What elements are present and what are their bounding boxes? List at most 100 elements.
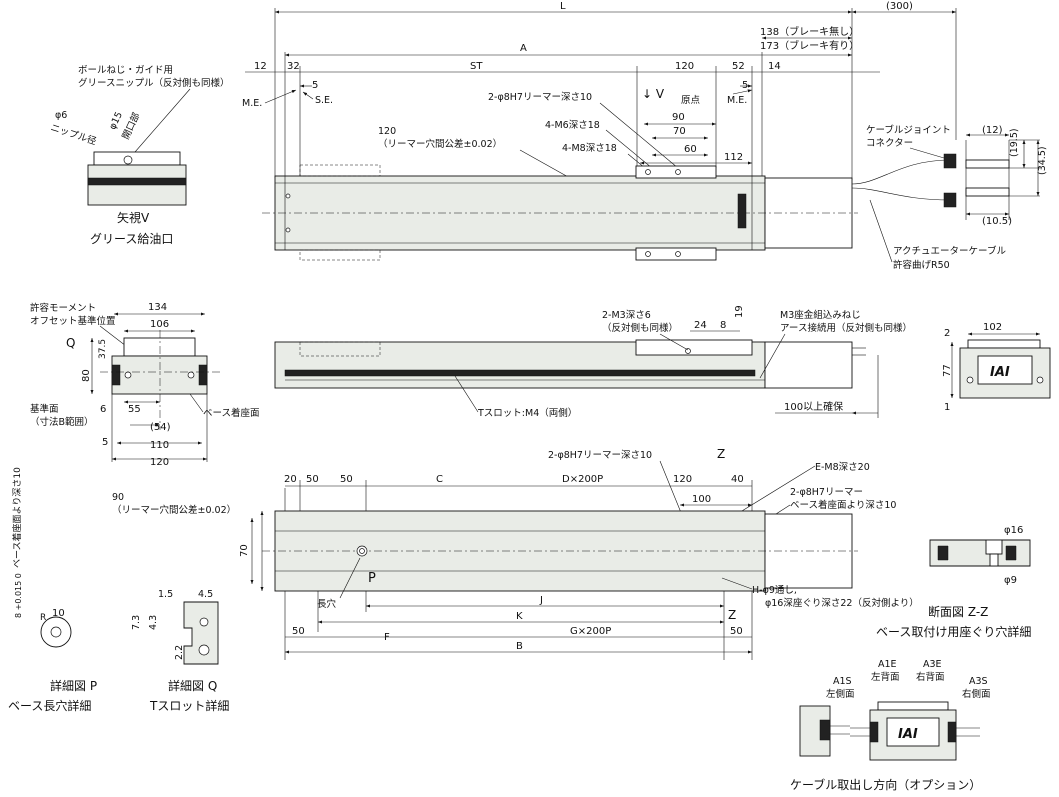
reamer-tol-note: （リーマー穴間公差±0.02） bbox=[378, 138, 502, 150]
dim-12: 12 bbox=[254, 61, 267, 72]
bottom-view: 20 50 50 C D×200P 120 40 100 2-φ8H7リーマー深… bbox=[112, 447, 919, 660]
dim-112: 112 bbox=[724, 152, 743, 163]
connector-dims: (12) (19.5) (34.5) (10.5) bbox=[965, 125, 1048, 227]
detail-q-subtitle: Tスロット詳細 bbox=[149, 698, 229, 713]
detail-p: 8 +0.015 0 ベース着座面より深さ10 R 10 詳細図 P ベース長穴… bbox=[8, 467, 97, 713]
dim-K: K bbox=[516, 611, 523, 622]
dim-5-left: 5 bbox=[312, 80, 318, 91]
detail-q-dim-7-3: 7.3 bbox=[131, 615, 142, 630]
detail-p-vertical-note: ベース着座面より深さ10 bbox=[11, 467, 23, 568]
detail-q-dim-2-2: 2.2 bbox=[174, 645, 185, 660]
section-zz: φ16 φ9 断面図 Z-Z ベース取付け用座ぐり穴詳細 bbox=[876, 525, 1031, 639]
detail-p-subtitle: ベース長穴詳細 bbox=[8, 698, 91, 713]
m3-label-2: （反対側も同様） bbox=[602, 322, 678, 334]
z-marker-top: Z bbox=[717, 447, 725, 461]
dim-90: 90 bbox=[672, 112, 685, 123]
cable-joint-label-2: コネクター bbox=[866, 138, 913, 149]
dim-60: 60 bbox=[684, 144, 697, 155]
view-v: ボールねじ・ガイド用 グリースニップル（反対側も同様） φ6 ニップル径 φ15… bbox=[49, 65, 229, 246]
reamer2-label-1: 2-φ8H7リーマー bbox=[790, 487, 863, 498]
me-left-label: M.E. bbox=[242, 98, 262, 109]
dim-34-5: (34.5) bbox=[1037, 146, 1048, 175]
nipple-label: ニップル径 bbox=[49, 121, 98, 147]
dim-106: 106 bbox=[150, 319, 169, 330]
h-label-1: H-φ9通し, bbox=[752, 585, 797, 596]
dim-32: 32 bbox=[287, 61, 300, 72]
detail-q: 1.5 4.5 7.3 4.3 2.2 詳細図 Q Tスロット詳細 bbox=[131, 589, 229, 713]
section-phi16: φ16 bbox=[1004, 525, 1023, 536]
dim-19: 19 bbox=[734, 305, 745, 318]
earth-label-1: M3座金組込みねじ bbox=[780, 309, 861, 321]
dim-120-bottom: 120 bbox=[673, 474, 692, 485]
dim-F: F bbox=[384, 632, 390, 643]
detail-q-dim-4-3: 4.3 bbox=[148, 615, 159, 630]
p-marker: P bbox=[368, 571, 376, 586]
phi15-label: φ15 bbox=[107, 110, 125, 131]
view-v-title: 矢視V bbox=[117, 210, 150, 225]
dim-J: J bbox=[539, 595, 543, 606]
grease-note-2: グリースニップル（反対側も同様） bbox=[78, 77, 230, 89]
reamer-tol-120: 120 bbox=[378, 126, 396, 137]
actuator-cable-label-2: 許容曲げR50 bbox=[893, 259, 950, 271]
cable-options: A1S 左側面 A1E 左背面 A3E 右背面 A3S 右側面 IAI ケーブル… bbox=[790, 659, 991, 792]
se-label: S.E. bbox=[315, 95, 333, 106]
dim-102: 102 bbox=[983, 322, 1002, 333]
bottom-tol-note: （リーマー穴間公差±0.02） bbox=[112, 504, 236, 516]
dim-10-5: (10.5) bbox=[982, 216, 1012, 227]
dim-A: A bbox=[520, 43, 527, 54]
dim-120-end: 120 bbox=[150, 457, 169, 468]
dim-ST: ST bbox=[470, 61, 483, 72]
cable-joint-label-1: ケーブルジョイント bbox=[866, 124, 951, 136]
dim-G200P: G×200P bbox=[570, 626, 611, 637]
slot-label: 長穴 bbox=[317, 598, 337, 610]
dim-120: 120 bbox=[675, 61, 694, 72]
opt-a1e-desc: 左背面 bbox=[871, 671, 900, 683]
dim-50-c: 50 bbox=[292, 626, 305, 637]
dim-2: 2 bbox=[944, 328, 950, 339]
section-phi9: φ9 bbox=[1004, 575, 1017, 586]
bottom-dim-90: 90 bbox=[112, 492, 124, 503]
dim-37-5: 37.5 bbox=[98, 339, 108, 359]
dim-100: 100 bbox=[692, 494, 711, 505]
dim-24: 24 bbox=[694, 320, 707, 331]
top-view: L (300) 138（ブレーキ無し） 173（ブレーキ有り） A 12 32 … bbox=[242, 1, 1006, 271]
detail-p-dim-10: 10 bbox=[52, 608, 65, 619]
m8-label: 4-M8深さ18 bbox=[562, 143, 617, 154]
dim-B: B bbox=[516, 641, 523, 652]
opt-a3e-code: A3E bbox=[923, 659, 942, 670]
side-view: 2-M3深さ6 （反対側も同様） 24 8 19 M3座金組込みねじ アース接続… bbox=[274, 305, 912, 419]
bottom-m8-label: E-M8深さ20 bbox=[815, 462, 870, 473]
dim-5-right: 5 bbox=[742, 80, 748, 91]
dim-1: 1 bbox=[944, 402, 950, 413]
dim-C: C bbox=[436, 474, 443, 485]
view-v-arrow: ↓ V bbox=[642, 87, 665, 101]
dim-6: 6 bbox=[100, 404, 106, 415]
detail-q-dim-4-5: 4.5 bbox=[198, 589, 213, 600]
dim-55: 55 bbox=[128, 404, 141, 415]
section-title: 断面図 Z-Z bbox=[928, 604, 988, 619]
view-v-subtitle: グリース給油口 bbox=[90, 232, 173, 246]
dim-50-d: 50 bbox=[730, 626, 743, 637]
dim-300: (300) bbox=[886, 1, 913, 12]
z-marker-bottom: Z bbox=[728, 608, 736, 622]
dim-L: L bbox=[560, 1, 566, 12]
moment-label-2: オフセット基準位置 bbox=[30, 315, 116, 327]
dim-50-b: 50 bbox=[340, 474, 353, 485]
base-mount-label: ベース着座面 bbox=[203, 407, 260, 419]
slider-side bbox=[635, 339, 753, 356]
bottom-reamer-label: 2-φ8H7リーマー深さ10 bbox=[548, 450, 652, 461]
actuator-cable-label-1: アクチュエーターケーブル bbox=[893, 245, 1006, 257]
q-marker: Q bbox=[66, 336, 75, 350]
h-label-2: φ16深座ぐり深さ22（反対側より） bbox=[765, 597, 919, 609]
m3-label-1: 2-M3深さ6 bbox=[602, 310, 651, 321]
origin-label: 原点 bbox=[681, 95, 701, 106]
opt-a1e-code: A1E bbox=[878, 659, 897, 670]
dim-110: 110 bbox=[150, 440, 169, 451]
ref-face-label-1: 基準面 bbox=[30, 403, 59, 415]
bottom-dim-70: 70 bbox=[239, 544, 250, 557]
detail-q-dim-1-5: 1.5 bbox=[158, 589, 173, 600]
opt-a3s-code: A3S bbox=[969, 676, 988, 687]
dim-20: 20 bbox=[284, 474, 297, 485]
iai-logo-option: IAI bbox=[898, 727, 918, 742]
dim-8: 8 bbox=[720, 320, 726, 331]
